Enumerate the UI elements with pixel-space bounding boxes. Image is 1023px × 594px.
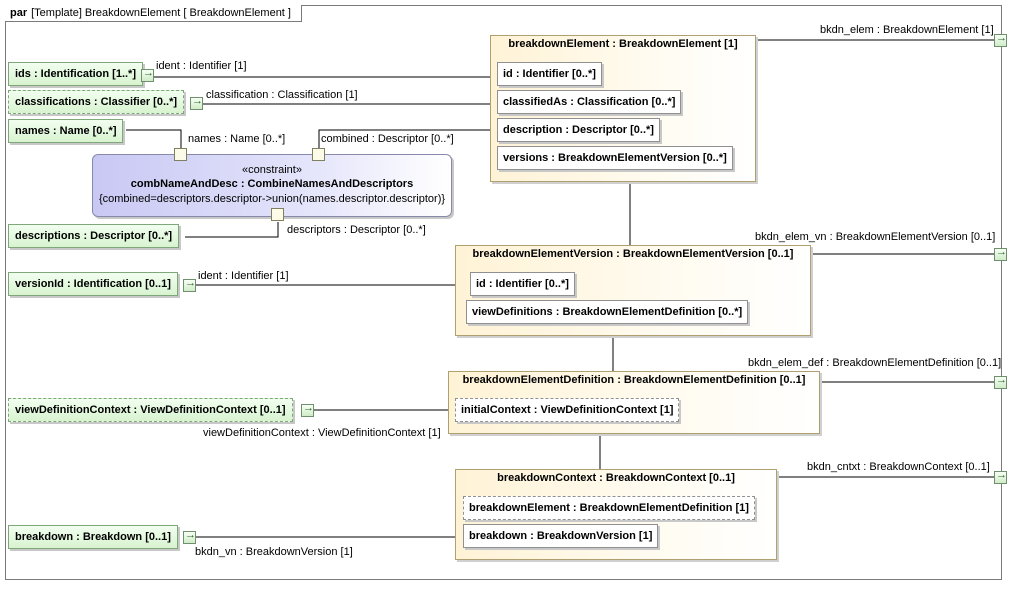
- combined-constraint-param[interactable]: [312, 148, 325, 161]
- part-breakdown-element[interactable]: breakdownElement : BreakdownElementDefin…: [463, 496, 755, 520]
- breakdown-external-part[interactable]: breakdown : Breakdown [0..1]: [8, 525, 178, 549]
- ident-label: ident : Identifier [1]: [156, 60, 247, 72]
- breakdown-element-title: breakdownElement : BreakdownElement [1]: [508, 38, 738, 50]
- part-breakdown[interactable]: breakdown : BreakdownVersion [1]: [463, 524, 659, 548]
- constraint-name: combNameAndDesc : CombineNamesAndDescrip…: [130, 178, 414, 190]
- part-versions[interactable]: versions : BreakdownElementVersion [0..*…: [497, 146, 733, 170]
- constraint-expression: {combined=descriptors.descriptor->union(…: [98, 193, 446, 205]
- combined-param-label: combined : Descriptor [0..*]: [321, 133, 454, 145]
- versionid-port[interactable]: [183, 277, 196, 292]
- part-classifiedas[interactable]: classifiedAs : Classification [0..*]: [497, 90, 682, 114]
- breakdown-element-definition-title: breakdownElementDefinition : BreakdownEl…: [462, 374, 806, 386]
- viewdefinitioncontext-external-part[interactable]: viewDefinitionContext : ViewDefinitionCo…: [8, 398, 293, 422]
- part-initialcontext[interactable]: initialContext : ViewDefinitionContext […: [455, 398, 680, 422]
- bkdn-cntxt-port[interactable]: [994, 469, 1007, 484]
- bkdn-elem-vn-port[interactable]: [994, 246, 1007, 261]
- frame-keyword: par: [10, 7, 28, 19]
- breakdown-context-title: breakdownContext : BreakdownContext [0..…: [497, 472, 735, 484]
- names-external-part[interactable]: names : Name [0..*]: [8, 119, 124, 143]
- constraint-combnameanddesc[interactable]: «constraint» combNameAndDesc : CombineNa…: [92, 154, 452, 217]
- bkdn-elem-def-label: bkdn_elem_def : BreakdownElementDefiniti…: [748, 357, 1002, 369]
- bkdn-elem-def-port[interactable]: [994, 374, 1007, 389]
- names-param-label: names : Name [0..*]: [188, 133, 286, 145]
- bkdn-elem-label: bkdn_elem : BreakdownElement [1]: [820, 24, 994, 36]
- ids-external-part[interactable]: ids : Identification [1..*]: [8, 62, 144, 86]
- version-ident-label: ident : Identifier [1]: [198, 270, 289, 282]
- part-viewdefinitions[interactable]: viewDefinitions : BreakdownElementDefini…: [466, 300, 749, 324]
- breakdown-element-version-title: breakdownElementVersion : BreakdownEleme…: [472, 248, 794, 260]
- frame-title-tab: par[Template] BreakdownElement [ Breakdo…: [5, 5, 302, 22]
- bkdn-cntxt-label: bkdn_cntxt : BreakdownContext [0..1]: [807, 461, 990, 473]
- bkdn-vn-label: bkdn_vn : BreakdownVersion [1]: [195, 546, 353, 558]
- part-description[interactable]: description : Descriptor [0..*]: [497, 118, 660, 142]
- versionid-external-part[interactable]: versionId : Identification [0..1]: [8, 272, 178, 296]
- viewdefinitioncontext-label: viewDefinitionContext : ViewDefinitionCo…: [203, 427, 441, 439]
- classifications-external-part[interactable]: classifications : Classifier [0..*]: [8, 90, 185, 114]
- breakdown-port[interactable]: [183, 529, 196, 544]
- frame-title: [Template] BreakdownElement [ BreakdownE…: [31, 7, 291, 19]
- constraint-stereotype: «constraint»: [242, 164, 302, 176]
- descriptions-external-part[interactable]: descriptions : Descriptor [0..*]: [8, 224, 180, 248]
- descriptors-constraint-param[interactable]: [271, 208, 284, 221]
- diagram-frame: [5, 5, 1002, 580]
- classifications-port[interactable]: [190, 95, 203, 110]
- descriptors-param-label: descriptors : Descriptor [0..*]: [287, 224, 426, 236]
- bkdn-elem-vn-label: bkdn_elem_vn : BreakdownElementVersion […: [755, 231, 996, 243]
- classification-label: classification : Classification [1]: [206, 89, 358, 101]
- part-version-id[interactable]: id : Identifier [0..*]: [470, 272, 575, 296]
- names-constraint-param[interactable]: [174, 148, 187, 161]
- part-id[interactable]: id : Identifier [0..*]: [497, 62, 602, 86]
- ids-port[interactable]: [141, 67, 154, 82]
- viewdefinitioncontext-port[interactable]: [301, 402, 314, 417]
- bkdn-elem-port[interactable]: [994, 32, 1007, 47]
